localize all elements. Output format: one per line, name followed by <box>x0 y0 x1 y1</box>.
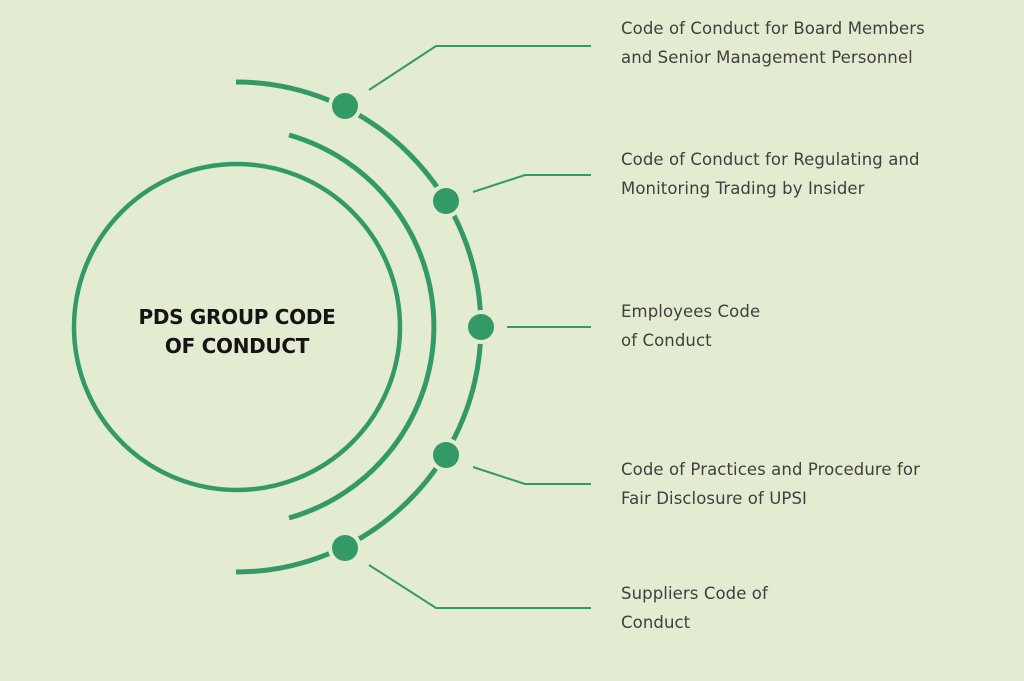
label-line: of Conduct <box>621 331 712 350</box>
label-insider-trading-code: Code of Conduct for Regulating and Monit… <box>621 145 920 203</box>
label-line: Code of Practices and Procedure for <box>621 460 921 479</box>
connector-line-2 <box>472 174 591 193</box>
label-board-members-code: Code of Conduct for Board Members and Se… <box>621 14 925 72</box>
node-dot-3 <box>464 310 498 344</box>
label-employees-code: Employees Code of Conduct <box>621 297 760 355</box>
label-line: Suppliers Code of <box>621 584 768 603</box>
connector-line-5 <box>368 564 591 609</box>
label-line: Monitoring Trading by Insider <box>621 179 865 198</box>
connector-line-1 <box>368 45 591 91</box>
middle-arc <box>288 132 437 521</box>
center-title-line-1: PDS GROUP CODE <box>138 305 336 329</box>
label-line: Code of Conduct for Regulating and <box>621 150 920 169</box>
label-line: Code of Conduct for Board Members <box>621 19 925 38</box>
node-dot-1 <box>328 89 362 123</box>
connector-line-4 <box>472 466 591 485</box>
center-title-line-2: OF CONDUCT <box>164 334 310 358</box>
label-line: Conduct <box>621 613 691 632</box>
label-suppliers-code: Suppliers Code of Conduct <box>621 579 768 637</box>
node-dot-4 <box>429 438 463 472</box>
node-dot-5 <box>328 531 362 565</box>
node-dot-2 <box>429 184 463 218</box>
label-line: and Senior Management Personnel <box>621 48 913 67</box>
label-line: Employees Code <box>621 302 761 321</box>
center-title: PDS GROUP CODE OF CONDUCT <box>107 303 367 361</box>
label-line: Fair Disclosure of UPSI <box>621 489 808 508</box>
center-circle <box>71 161 403 493</box>
label-fair-disclosure-code: Code of Practices and Procedure for Fair… <box>621 455 920 513</box>
